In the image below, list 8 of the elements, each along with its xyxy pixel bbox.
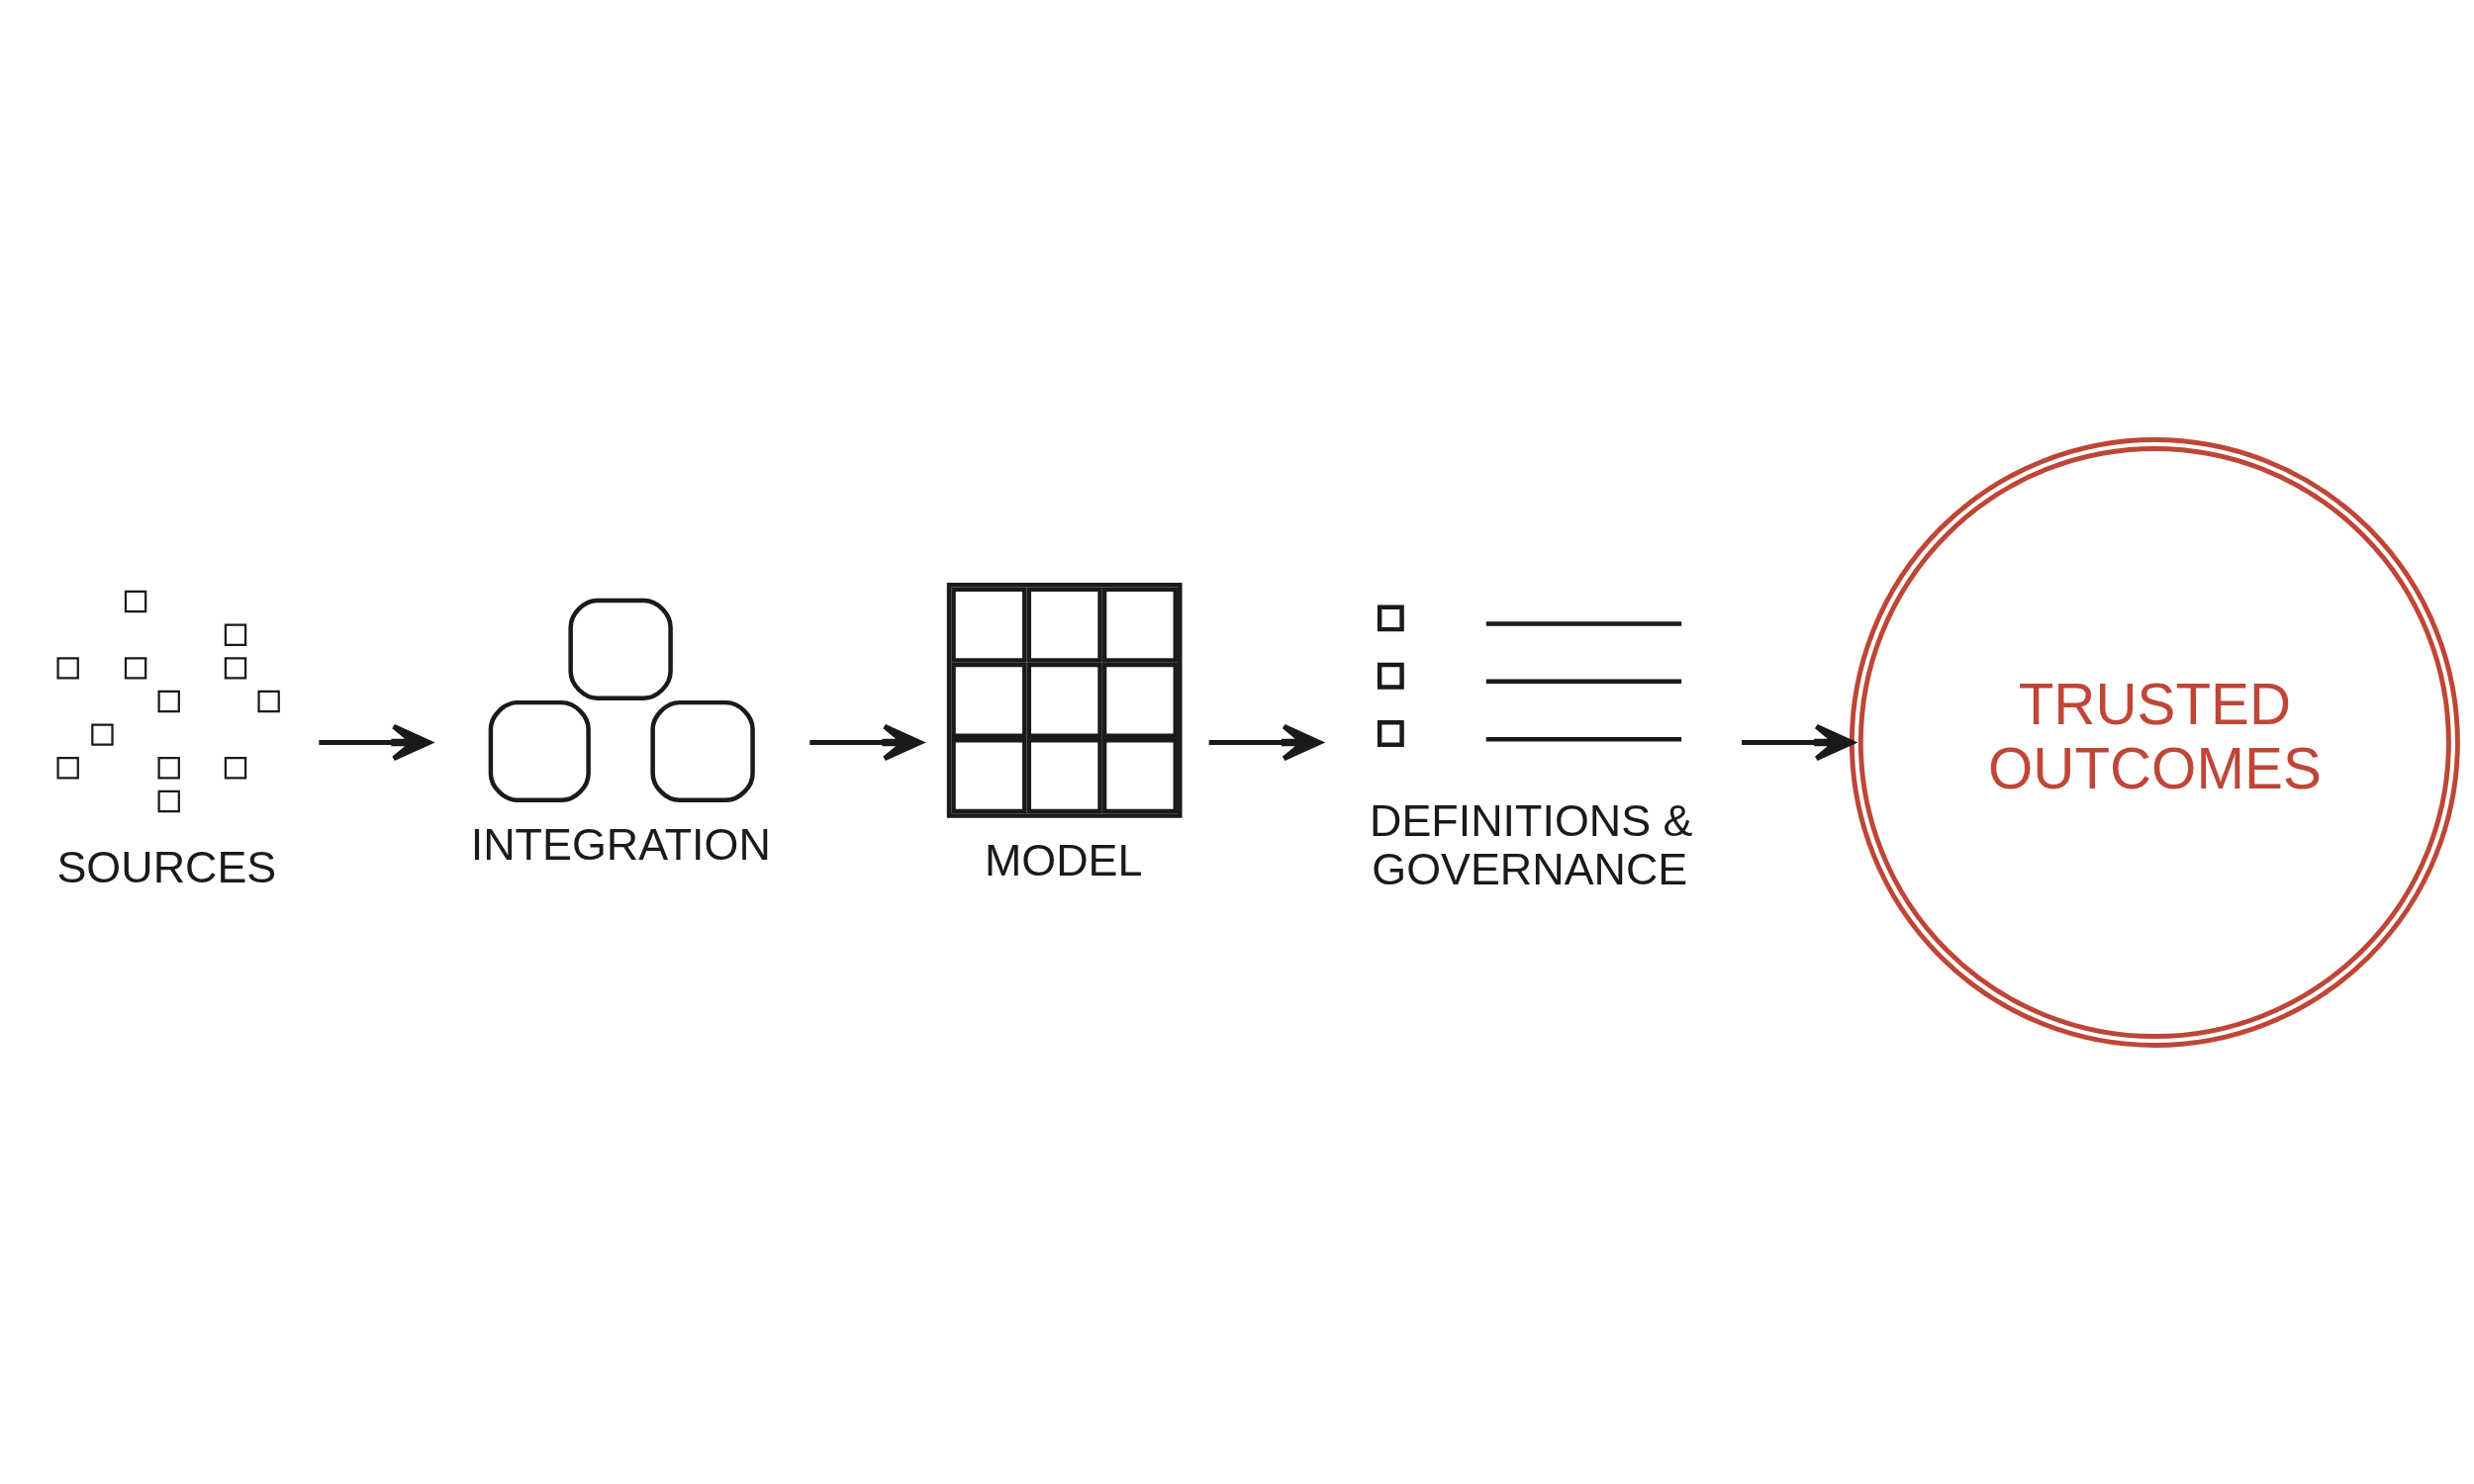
node-label: DEFINITIONS & GOVERNANCE	[1370, 794, 1693, 894]
arrow	[319, 723, 432, 761]
node-label: MODEL	[984, 834, 1143, 885]
arrow	[809, 723, 923, 761]
node-circle: TRUSTED OUTCOMES	[1849, 436, 2460, 1048]
node-label: SOURCES	[56, 841, 277, 892]
node-box	[946, 582, 1183, 818]
node-label: INTEGRATION	[470, 818, 771, 870]
